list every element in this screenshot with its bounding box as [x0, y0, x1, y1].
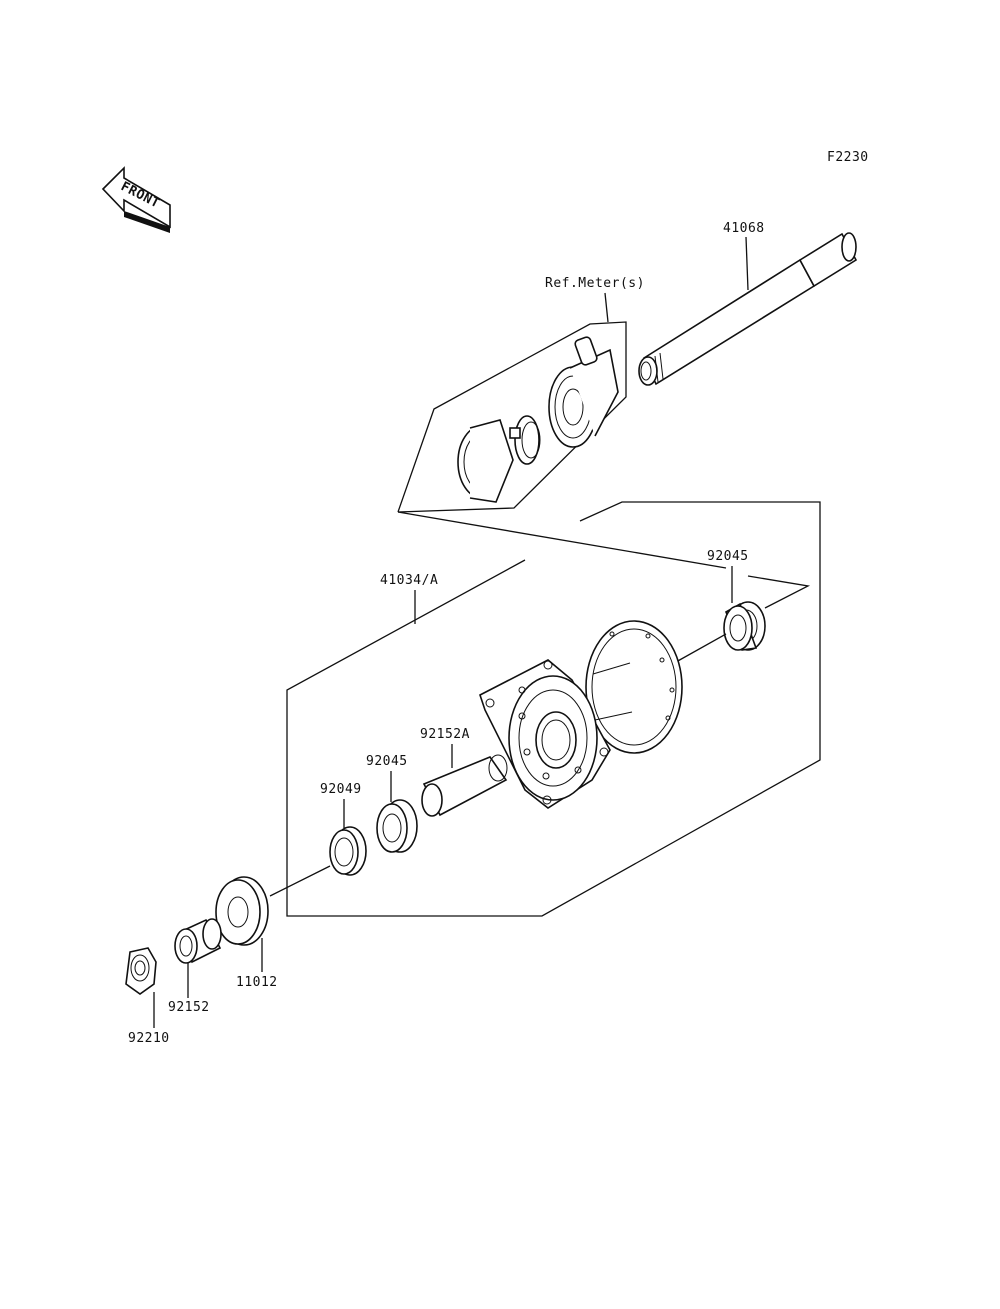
wheel-hub	[479, 620, 683, 809]
meter-drive-plate	[509, 415, 541, 465]
center-collar-label: 92152A	[420, 727, 470, 742]
hub-assy-label: 41034/A	[380, 573, 438, 588]
left-collar-label: 92152	[168, 1000, 210, 1015]
nut-label: 92210	[128, 1031, 170, 1046]
meter-gear-housing	[548, 336, 619, 448]
ref-meter-leader	[604, 292, 609, 323]
meter-seal-ring	[457, 419, 514, 503]
cover-label: 11012	[236, 975, 278, 990]
bearing-right-label: 92045	[707, 549, 749, 564]
axle-leader	[745, 236, 749, 291]
left-collar	[174, 918, 222, 964]
center-collar	[421, 754, 508, 817]
oil-seal-label: 92049	[320, 782, 362, 797]
axle	[638, 232, 858, 386]
bearing-left	[376, 799, 418, 853]
front-arrow-icon: FRONT	[101, 166, 171, 233]
axle-nut	[125, 947, 157, 995]
bearing-right	[723, 601, 766, 651]
seal-to-cover-line	[269, 865, 331, 897]
axle-label: 41068	[723, 221, 765, 236]
hub-assembly-box	[286, 501, 821, 917]
ref-meter-label: Ref.Meter(s)	[545, 276, 645, 291]
hub-cover	[215, 876, 269, 946]
meter-group-box	[397, 321, 627, 513]
bearing-to-hub-line	[675, 633, 727, 663]
oil-seal	[329, 826, 367, 876]
meter-to-bearing-line	[397, 511, 727, 569]
figure-code: F2230	[827, 150, 869, 165]
bearing-right-guide	[747, 575, 811, 609]
bearing-left-label: 92045	[366, 754, 408, 769]
